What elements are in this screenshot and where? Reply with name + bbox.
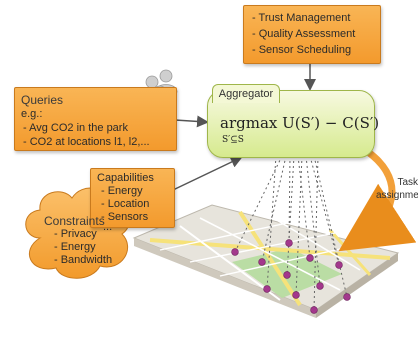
- sensor-nodes: [231, 239, 351, 314]
- sensor-node-icon: [263, 285, 271, 293]
- management-item-quality: - Quality Assessment: [252, 28, 356, 40]
- sensor-node-icon: [335, 261, 343, 269]
- capabilities-box: Capabilities - Energy - Location - Senso…: [90, 168, 175, 233]
- constraints-text: Constraints - Privacy - Energy - Bandwid…: [44, 214, 112, 267]
- constraint-item-privacy: - Privacy: [54, 228, 97, 240]
- management-item-trust: - Trust Management: [252, 12, 351, 24]
- aggregator-title: Aggregator: [212, 84, 280, 103]
- aggregator-formula: argmax U(S′) − C(S′): [220, 114, 380, 132]
- capabilities-arrow: [172, 156, 243, 191]
- sensor-node-icon: [343, 293, 351, 301]
- task-label-line2: assignme: [376, 190, 418, 201]
- capability-item-location: - Location: [101, 198, 150, 210]
- sensor-node-icon: [316, 282, 324, 290]
- queries-title: Queries: [21, 93, 64, 107]
- sensor-node-icon: [283, 271, 291, 279]
- capabilities-title: Capabilities: [97, 172, 154, 184]
- task-label-line1: Task: [397, 177, 418, 188]
- task-assignment-label: Task assignme: [376, 176, 418, 202]
- sensor-node-icon: [231, 248, 239, 256]
- sensor-node-icon: [285, 239, 293, 247]
- management-item-scheduling: - Sensor Scheduling: [252, 44, 352, 56]
- sensor-node-icon: [310, 306, 318, 314]
- query-item-locations: - CO2 at locations l1, l2,...: [23, 136, 150, 148]
- constraint-item-energy: - Energy: [54, 241, 96, 253]
- query-arrow: [174, 115, 209, 128]
- map-icon: [132, 204, 400, 318]
- queries-box: Queries e.g.: - Avg CO2 in the park - CO…: [14, 87, 177, 151]
- sensor-link-lines: [234, 155, 348, 311]
- queries-intro: e.g.:: [21, 108, 43, 120]
- arrow-icon: [338, 148, 417, 252]
- sensor-node-icon: [306, 254, 314, 262]
- capability-item-more: ...: [103, 221, 113, 233]
- constraint-item-bandwidth: - Bandwidth: [54, 254, 113, 266]
- management-box: - Trust Management - Quality Assessment …: [243, 5, 381, 64]
- aggregator-formula-subscript: S′⊆S: [222, 135, 244, 145]
- query-item-avg: - Avg CO2 in the park: [23, 122, 128, 134]
- capability-item-sensors: - Sensors: [101, 211, 149, 223]
- sensor-node-icon: [258, 258, 266, 266]
- sensor-node-icon: [292, 291, 300, 299]
- constraints-title: Constraints: [44, 214, 105, 228]
- capability-item-energy: - Energy: [101, 185, 143, 197]
